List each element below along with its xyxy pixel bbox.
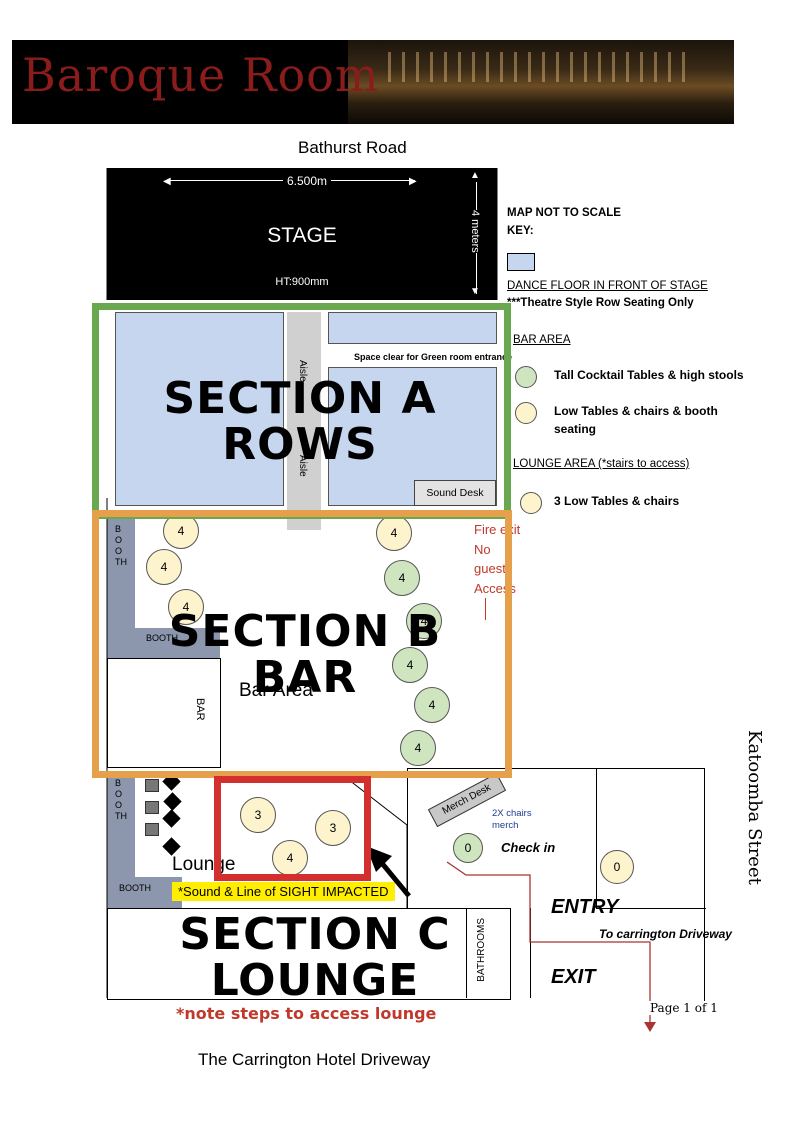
table-b-4: 4 <box>376 515 412 551</box>
key-lounge-area: LOUNGE AREA (*stairs to access) <box>513 458 690 470</box>
entry-table: 0 <box>600 850 634 884</box>
entry-wall-mid <box>596 768 597 908</box>
booth-b-label: BOOTH <box>146 633 179 643</box>
header-banner: Baroque Room <box>12 40 734 124</box>
stage-label: STAGE <box>267 224 337 247</box>
key-lounge-icon <box>520 492 542 514</box>
stage-width: 6.500m <box>283 174 332 188</box>
aisle-label-bottom: Aisle <box>297 455 308 477</box>
booth-c-label: BOOTH <box>119 883 152 893</box>
table-b-9: 4 <box>400 730 436 766</box>
entry-label: ENTRY <box>551 896 619 918</box>
bar-label: BAR <box>194 698 206 721</box>
key-lounge: 3 Low Tables & chairs <box>554 494 680 508</box>
booth-c <box>107 877 182 908</box>
stool-2 <box>145 801 159 814</box>
merch-chairs-note: 2X chairs merch <box>492 808 532 831</box>
booth-c-vertical-label: BOOTH <box>115 778 127 821</box>
bathrooms <box>466 908 510 998</box>
table-c-1: 3 <box>240 797 276 833</box>
sound-desk: Sound Desk <box>414 480 496 506</box>
section-c-border <box>214 776 371 881</box>
table-b-7: 4 <box>392 647 428 683</box>
street-wall <box>704 768 705 1008</box>
key-not-to-scale: MAP NOT TO SCALE <box>507 207 621 219</box>
street-bottom: The Carrington Hotel Driveway <box>198 1050 431 1069</box>
exit-label: EXIT <box>551 966 596 988</box>
table-b-5: 4 <box>384 560 420 596</box>
table-c-3: 4 <box>272 840 308 876</box>
key-tall: Tall Cocktail Tables & high stools <box>554 368 744 382</box>
dance-floor-right-top <box>328 312 497 344</box>
venue-photo <box>348 40 734 124</box>
booth-b <box>107 628 220 658</box>
fire-exit-line <box>485 598 486 620</box>
fire-exit-note: Fire exit No guest Access <box>474 522 521 596</box>
section-c-title: SECTION C LOUNGE <box>179 909 451 1006</box>
key-label: KEY: <box>507 225 534 237</box>
table-b-3: 4 <box>168 589 204 625</box>
section-b-title: SECTION B BAR <box>168 606 442 703</box>
key-theatre: ***Theatre Style Row Seating Only <box>507 297 694 309</box>
table-b-8: 4 <box>414 687 450 723</box>
key-low-2: seating <box>554 422 597 436</box>
stage-height: HT:900mm <box>275 276 329 288</box>
entry-wall-top <box>407 768 704 769</box>
dance-floor-left <box>115 312 284 506</box>
stage-depth: 4 meters <box>469 210 481 253</box>
impacted-note: *Sound & Line of SIGHT IMPACTED <box>172 882 395 901</box>
venue-title: Baroque Room <box>22 48 380 102</box>
checkin-table: 0 <box>453 833 483 863</box>
street-right: Katoomba Street <box>744 730 765 885</box>
table-b-1: 4 <box>163 513 199 549</box>
key-tall-icon <box>515 366 537 388</box>
space-clear-label: Space clear for Green room entrance <box>354 352 513 362</box>
booth-b-vertical-label: BOOTH <box>115 524 127 567</box>
table-c-2: 3 <box>315 810 351 846</box>
stool-3 <box>145 823 159 836</box>
driveway-label: To carrington Driveway <box>599 927 732 941</box>
street-top: Bathurst Road <box>298 138 407 157</box>
bar-area-label: Bar Area <box>239 680 313 701</box>
check-in-label: Check in <box>501 840 556 855</box>
key-low-icon <box>515 402 537 424</box>
aisle <box>287 312 321 530</box>
table-b-6: 4 <box>406 603 442 639</box>
key-bar-area: BAR AREA <box>513 334 571 346</box>
table-b-2: 4 <box>146 549 182 585</box>
stool-1 <box>145 779 159 792</box>
page-number: Page 1 of 1 <box>648 1001 720 1015</box>
section-a-title: SECTION A ROWS <box>163 373 437 470</box>
stage: ◀ ▶ 6.500m STAGE HT:900mm ▲ ▼ 4 meters <box>107 168 497 300</box>
aisle-label-top: Aisle <box>297 360 308 382</box>
key-dance-floor-swatch <box>507 253 535 271</box>
section-b-border <box>92 510 512 778</box>
key-dance-floor: DANCE FLOOR IN FRONT OF STAGE <box>507 280 708 292</box>
exit-wall <box>530 908 531 998</box>
steps-note: *note steps to access lounge <box>176 1004 437 1023</box>
entry-wall-bottom <box>596 908 706 909</box>
key-low-1: Low Tables & chairs & booth <box>554 404 718 418</box>
